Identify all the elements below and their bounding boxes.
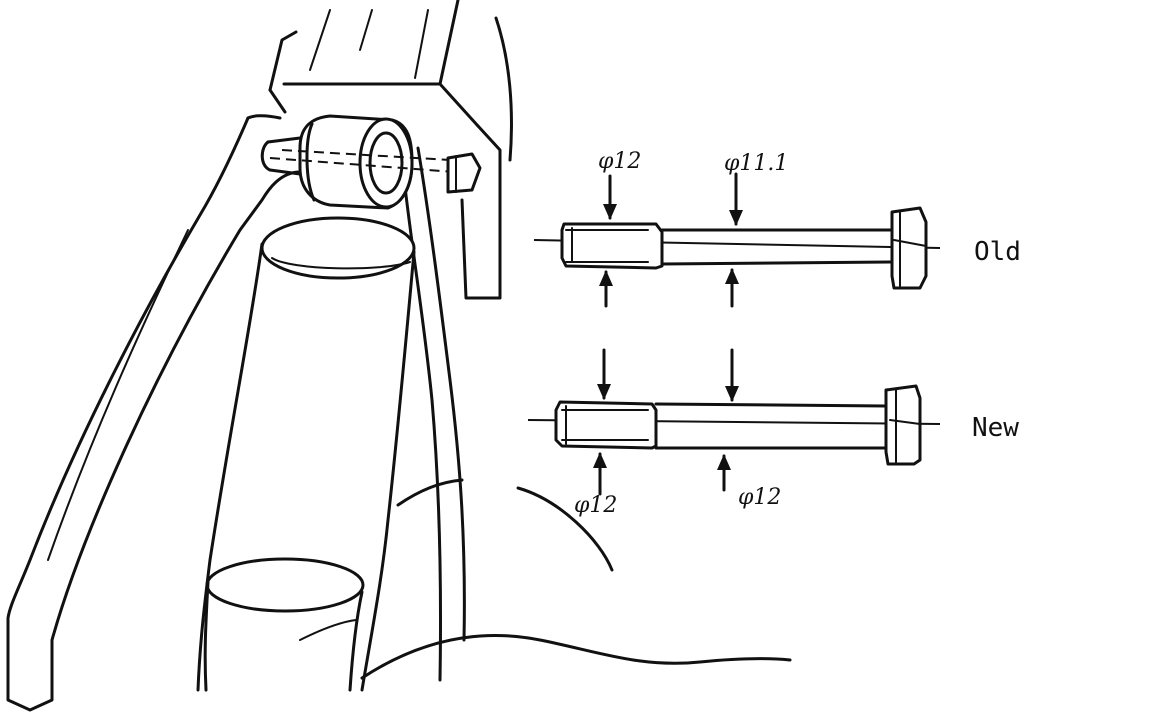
new-thread-dimension-arrows bbox=[593, 348, 611, 496]
new-bolt-label: New bbox=[972, 413, 1019, 443]
old-bolt-label: Old bbox=[974, 237, 1021, 267]
suspension-assembly-drawing bbox=[6, 0, 792, 712]
old-thread-dimension-arrows bbox=[599, 174, 617, 308]
new-shank-dimension-arrows bbox=[717, 348, 739, 492]
old-shank-dimension-arrows bbox=[725, 172, 743, 308]
old-thread-diameter-label: φ12 bbox=[598, 149, 641, 174]
old-shank-diameter-label: φ11.1 bbox=[724, 151, 788, 176]
new-shank-diameter-label: φ12 bbox=[738, 485, 781, 510]
new-bolt bbox=[527, 384, 941, 466]
new-thread-diameter-label: φ12 bbox=[574, 493, 617, 518]
old-bolt bbox=[533, 206, 941, 290]
